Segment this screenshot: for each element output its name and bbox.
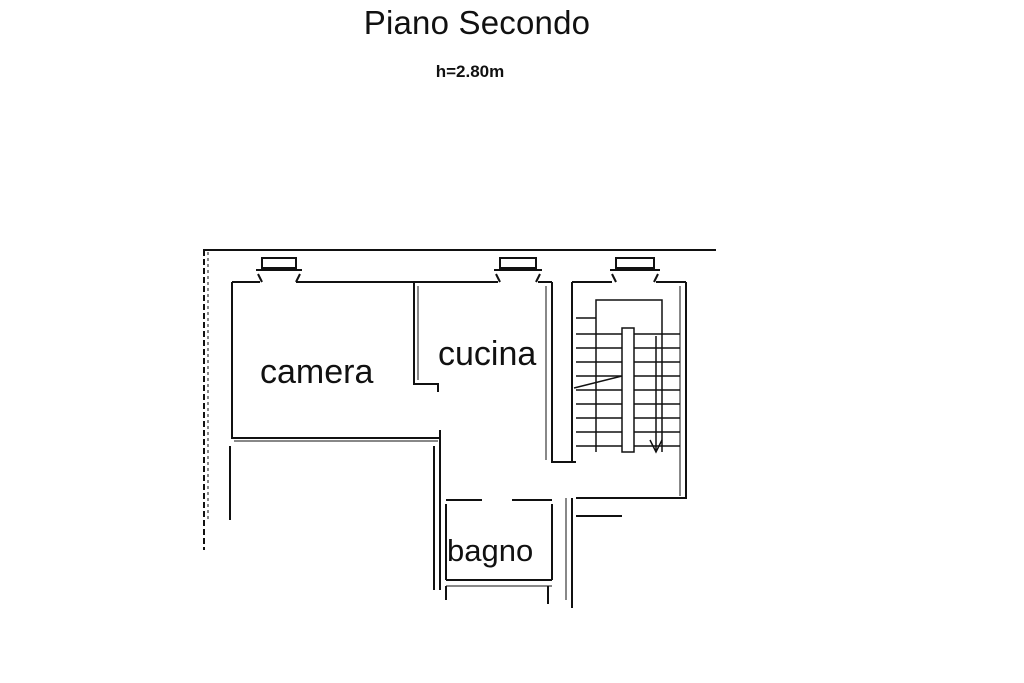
room-label-bagno: bagno [447, 533, 534, 568]
staircase [573, 299, 680, 454]
plan-title: Piano Secondo [363, 4, 591, 41]
partition-camera-cucina [413, 282, 439, 392]
bagno-room-walls [445, 499, 553, 604]
stair-core-walls [571, 281, 687, 499]
window-cucina [494, 257, 542, 283]
ceiling-height-label: h=2.80m [435, 62, 505, 81]
cucina-room-walls [414, 281, 572, 463]
room-label-cucina: cucina [438, 335, 537, 373]
hall-walls [229, 430, 622, 608]
window-stair [610, 257, 660, 283]
camera-room-walls [231, 281, 440, 442]
window-camera [256, 257, 302, 283]
room-label-camera: camera [260, 353, 374, 391]
